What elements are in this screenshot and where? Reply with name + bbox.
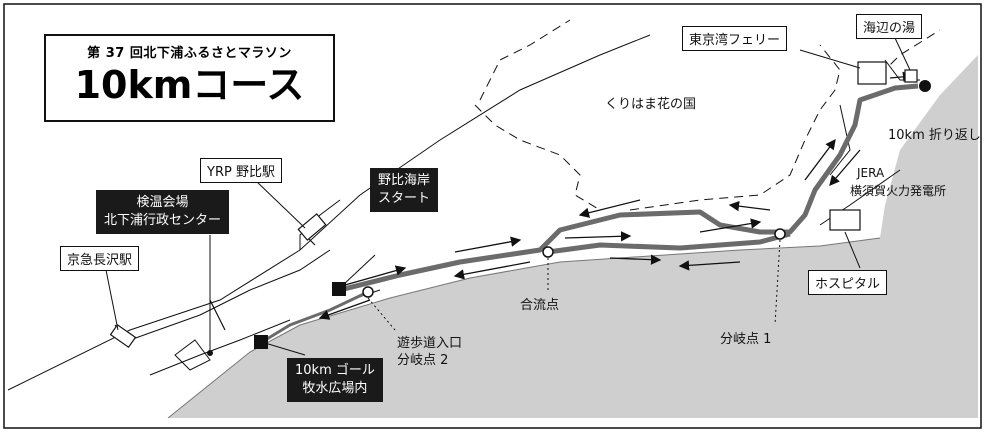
promenade-label-line2: 分岐点 2 (397, 353, 449, 368)
goal-label-line1: 10km ゴール (295, 363, 375, 378)
start-label-line2: スタート (378, 191, 431, 206)
direction-arrow-icon (728, 200, 771, 212)
keikyu-station-label: 京急長沢駅 (60, 246, 140, 271)
course-route (339, 83, 919, 293)
goal-label-line2: 牧水広場内 (302, 381, 368, 396)
direction-arrow-icon (678, 260, 741, 271)
title-subtitle: 第 37 回北下浦ふるさとマラソン (87, 46, 292, 61)
start-label-line1: 野比海岸 (378, 173, 431, 188)
coastline (167, 237, 881, 419)
goal-label: 10km ゴール 牧水広場内 (287, 358, 383, 402)
road-line-2 (129, 249, 331, 341)
hospital-leader (844, 231, 861, 269)
junction-marker-icon (542, 246, 554, 258)
map-frame (3, 3, 982, 429)
title-main: 10kmコース (74, 63, 305, 107)
course-loop (547, 231, 791, 255)
yrp-station-building (297, 213, 327, 241)
branch1-leader (774, 239, 781, 326)
direction-arrow-icon (609, 254, 662, 265)
road-line-1 (7, 34, 651, 391)
goal-marker-icon (254, 335, 268, 349)
direction-arrow-icon (318, 299, 371, 320)
direction-arrow-icon (564, 231, 632, 242)
yrp-leader (254, 179, 306, 229)
jera-building (829, 209, 861, 231)
branch-point-1-label: 分岐点 1 (720, 332, 772, 347)
direction-arrow-icon (453, 261, 531, 280)
branch2-leader (367, 297, 396, 331)
kurihama-label: くりはま花の国 (605, 97, 697, 112)
direction-arrow-icon (578, 199, 641, 218)
direction-arrow-icon (699, 218, 762, 233)
course-goal-leg (261, 290, 369, 344)
turnaround-label: 10km 折り返し (888, 128, 981, 143)
merge-point-label: 合流点 (520, 298, 560, 313)
start-marker-icon (332, 282, 346, 296)
venue-building (207, 350, 213, 356)
goal-leader (264, 342, 306, 356)
umibe-building (904, 69, 918, 83)
direction-arrow-icon (804, 138, 836, 181)
jera-label-line2: 横須賀火力発電所 (850, 184, 947, 198)
keikyu-station-building (109, 323, 137, 349)
yrp-station-label: YRP 野比駅 (200, 158, 282, 183)
ferry-terminal-building (857, 61, 887, 85)
ferry-leader (799, 49, 861, 69)
jera-label-line1: JERA (857, 166, 885, 180)
road-line-3 (149, 319, 291, 376)
turnaround-marker-icon (919, 80, 931, 92)
junction-marker-icon (774, 228, 786, 240)
direction-arrow-icon (454, 236, 522, 253)
sea-area (168, 55, 978, 418)
venue-label-line1: 検温会場 (136, 195, 189, 210)
venue-label-line2: 北下浦行政センター (104, 213, 222, 228)
start-label: 野比海岸 スタート (370, 168, 439, 212)
ferry-label: 東京湾フェリー (682, 26, 788, 51)
direction-arrow-icon (344, 265, 407, 286)
keikyu-leader (104, 264, 119, 331)
boundary-dashed-2 (474, 104, 601, 211)
direction-arrow-icon (829, 149, 861, 186)
title-box: 第 37 回北下浦ふるさとマラソン 10kmコース (44, 34, 335, 122)
venue-label: 検温会場 北下浦行政センター (96, 190, 230, 234)
boundary-dashed-1 (479, 19, 571, 101)
junction-marker-icon (362, 286, 374, 298)
road-line-4 (174, 339, 211, 371)
umibe-label: 海辺の湯 (856, 14, 923, 39)
promenade-label-line1: 遊歩道入口 (397, 336, 463, 351)
hospital-label: ホスピタル (808, 270, 888, 295)
boundary-dashed-3 (629, 44, 841, 211)
start-leader (342, 254, 376, 286)
umibe-leader (894, 37, 911, 71)
